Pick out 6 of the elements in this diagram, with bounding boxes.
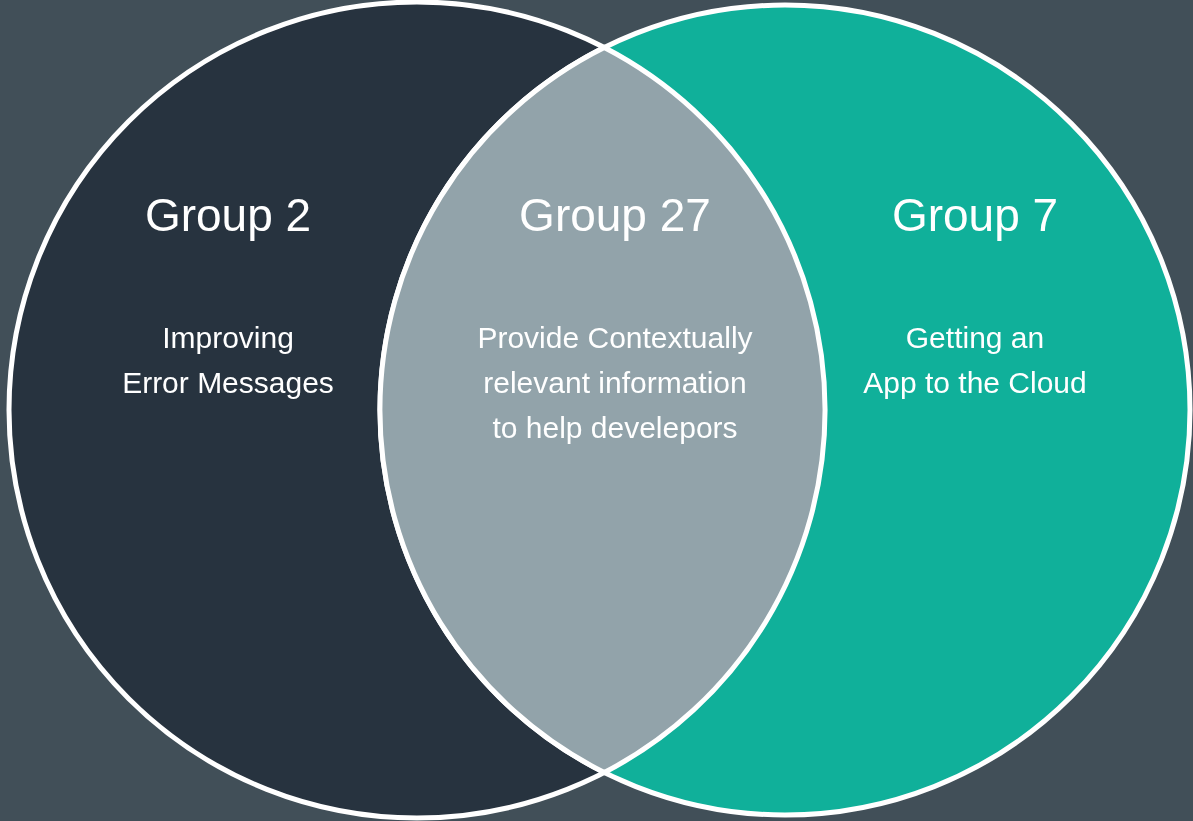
- group-description: Provide Contextually relevant information to help develepors: [477, 320, 753, 446]
- group-description: Improving Error Messages: [122, 320, 334, 401]
- group-heading: Group 7: [891, 188, 1059, 242]
- group-heading: Group 2: [144, 188, 312, 242]
- group-heading: Group 27: [519, 188, 711, 242]
- group-description: Getting an App to the Cloud: [863, 320, 1087, 401]
